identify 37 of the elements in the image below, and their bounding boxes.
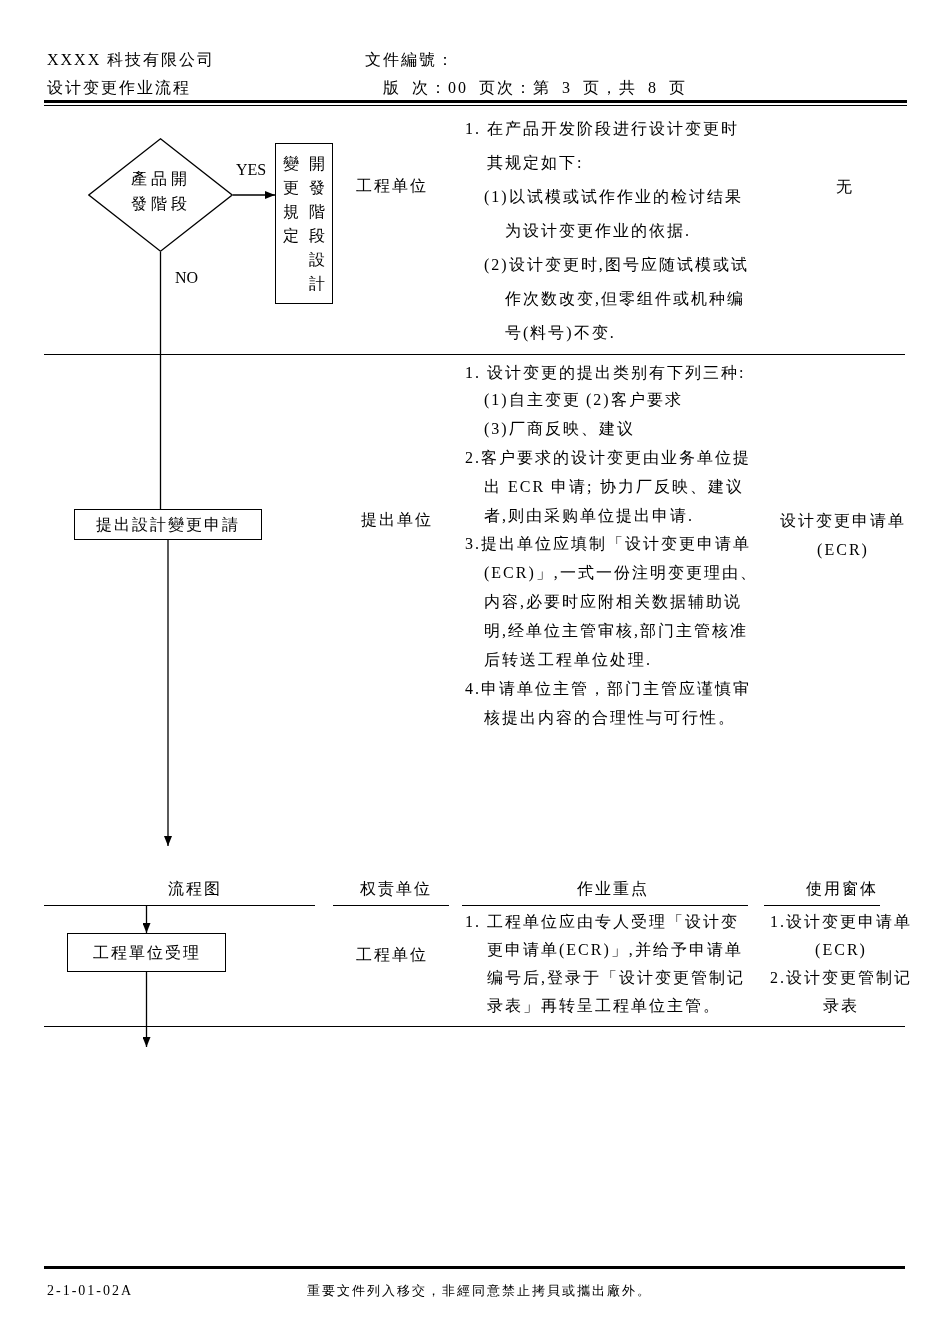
procedure-note: 3.提出单位应填制「设计变更申请单(ECR)」,一式一份注明变更理由、内容,必要时应附相关数据辅助说明,经单位主管审核,部门主管核准后转送工程单位处理. xyxy=(465,534,759,670)
decision-diamond: 產品開發階段 xyxy=(88,138,233,252)
column-header: 作业重点 xyxy=(577,879,649,899)
procedure-note: (1)自主变更 xyxy=(484,390,581,410)
column-header: 流程图 xyxy=(168,879,222,899)
responsible-unit: 工程单位 xyxy=(356,176,428,196)
process-box: 開發階段設計變更規定 xyxy=(275,143,333,304)
page-info: 版 次：00 页次：第 3 页，共 8 页 xyxy=(383,78,687,98)
form-name: 2.设计变更管制记录表 xyxy=(769,968,913,1016)
confidentiality-notice: 重要文件列入移交，非經同意禁止拷貝或攜出廠外。 xyxy=(307,1282,652,1300)
procedure-note: (2)客户要求 xyxy=(586,390,683,410)
connector-line xyxy=(159,251,162,510)
document-title: 设计变更作业流程 xyxy=(47,78,191,98)
arrow xyxy=(164,539,172,847)
form-name: 设计变更申请单(ECR) xyxy=(779,511,907,561)
arrow xyxy=(232,191,276,199)
column-header: 权责单位 xyxy=(360,879,432,899)
process-box: 工程單位受理 xyxy=(67,933,226,972)
arrow xyxy=(142,905,151,934)
document-number-label: 文件編號： xyxy=(365,50,455,70)
procedure-note: (2)设计变更时,图号应随试模或试作次数改变,但零组件或机种编号(料号)不变. xyxy=(484,255,750,344)
procedure-note: (1)以试模或试作作业的检讨结果为设计变更作业的依据. xyxy=(484,187,744,241)
procedure-note: 1. 设计变更的提出类别有下列三种: xyxy=(465,363,747,383)
form-name: 无 xyxy=(836,177,854,197)
arrow xyxy=(142,971,151,1048)
procedure-note: 1. 在产品开发阶段进行设计变更时其规定如下: xyxy=(465,119,740,173)
responsible-unit: 工程单位 xyxy=(356,945,428,965)
document-code: 2-1-01-02A xyxy=(47,1282,134,1300)
responsible-unit: 提出单位 xyxy=(361,510,433,530)
form-name: 1.设计变更申请单(ECR) xyxy=(769,912,913,961)
procedure-note: 2.客户要求的设计变更由业务单位提出 ECR 申请; 协力厂反映、建议者,则由采购单位提出申请. xyxy=(465,448,752,526)
procedure-note: 4.申请单位主管，部门主管应谨慎审核提出内容的合理性与可行性。 xyxy=(465,679,752,728)
process-box: 提出設計變更申請 xyxy=(74,509,262,540)
procedure-note: 1. 工程单位应由专人受理「设计变更申请单(ECR)」,并给予申请单编号后,登录于「设计变更管制记录表」再转呈工程单位主管。 xyxy=(465,912,746,1016)
procedure-note: (3)厂商反映、建议 xyxy=(484,419,635,439)
company-name: XXXX 科技有限公司 xyxy=(47,50,216,70)
column-header: 使用窗体 xyxy=(806,879,878,899)
